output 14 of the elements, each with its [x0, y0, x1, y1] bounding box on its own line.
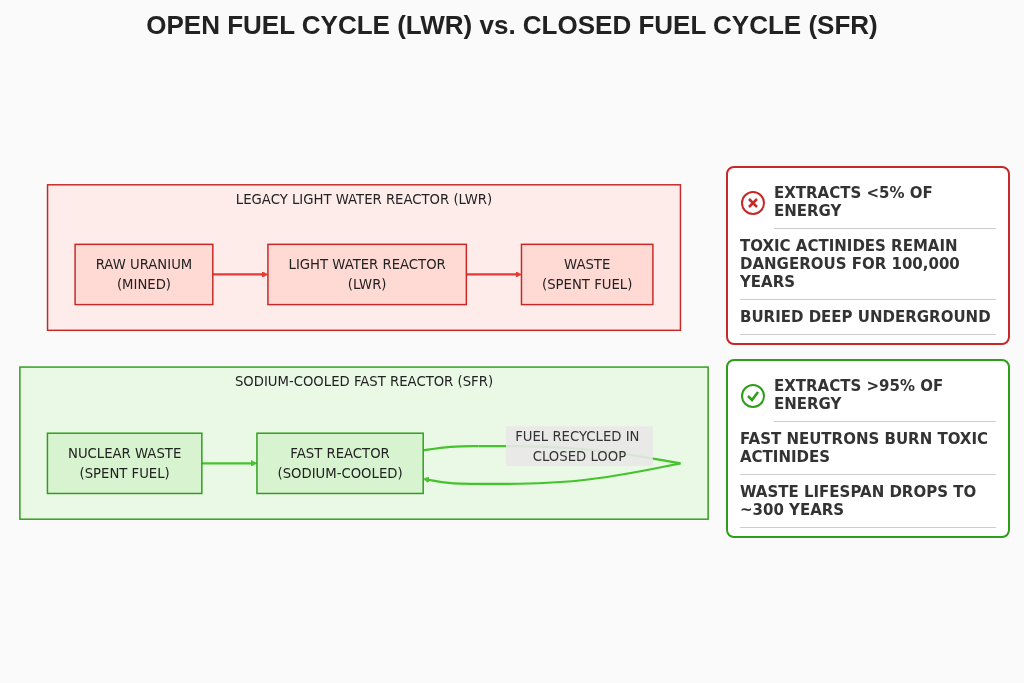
node-box: NUCLEAR WASTE (SPENT FUEL): [46, 432, 203, 495]
note-text: TOXIC ACTINIDES REMAIN DANGEROUS FOR 100,000 YEARS: [740, 229, 996, 300]
note-text: EXTRACTS <5% OF ENERGY: [774, 176, 996, 229]
arrow: [466, 271, 522, 278]
node-box: FAST REACTOR (SODIUM-COOLED): [256, 432, 424, 495]
note-text: EXTRACTS >95% OF ENERGY: [774, 369, 996, 422]
title: OPEN FUEL CYCLE (LWR) vs. CLOSED FUEL CYCLE (SFR): [145, 10, 879, 41]
edge-label: FUEL RECYCLED IN CLOSED LOOP: [515, 428, 640, 464]
node-box: RAW URANIUM (MINED): [74, 243, 214, 306]
node-box: LIGHT WATER REACTOR (LWR): [267, 243, 468, 306]
node-box: WASTE (SPENT FUEL): [520, 243, 654, 306]
note-text: WASTE LIFESPAN DROPS TO ~300 YEARS: [740, 475, 996, 528]
note-text: BURIED DEEP UNDERGROUND: [740, 300, 996, 335]
note-text: FAST NEUTRONS BURN TOXIC ACTINIDES: [740, 422, 996, 475]
